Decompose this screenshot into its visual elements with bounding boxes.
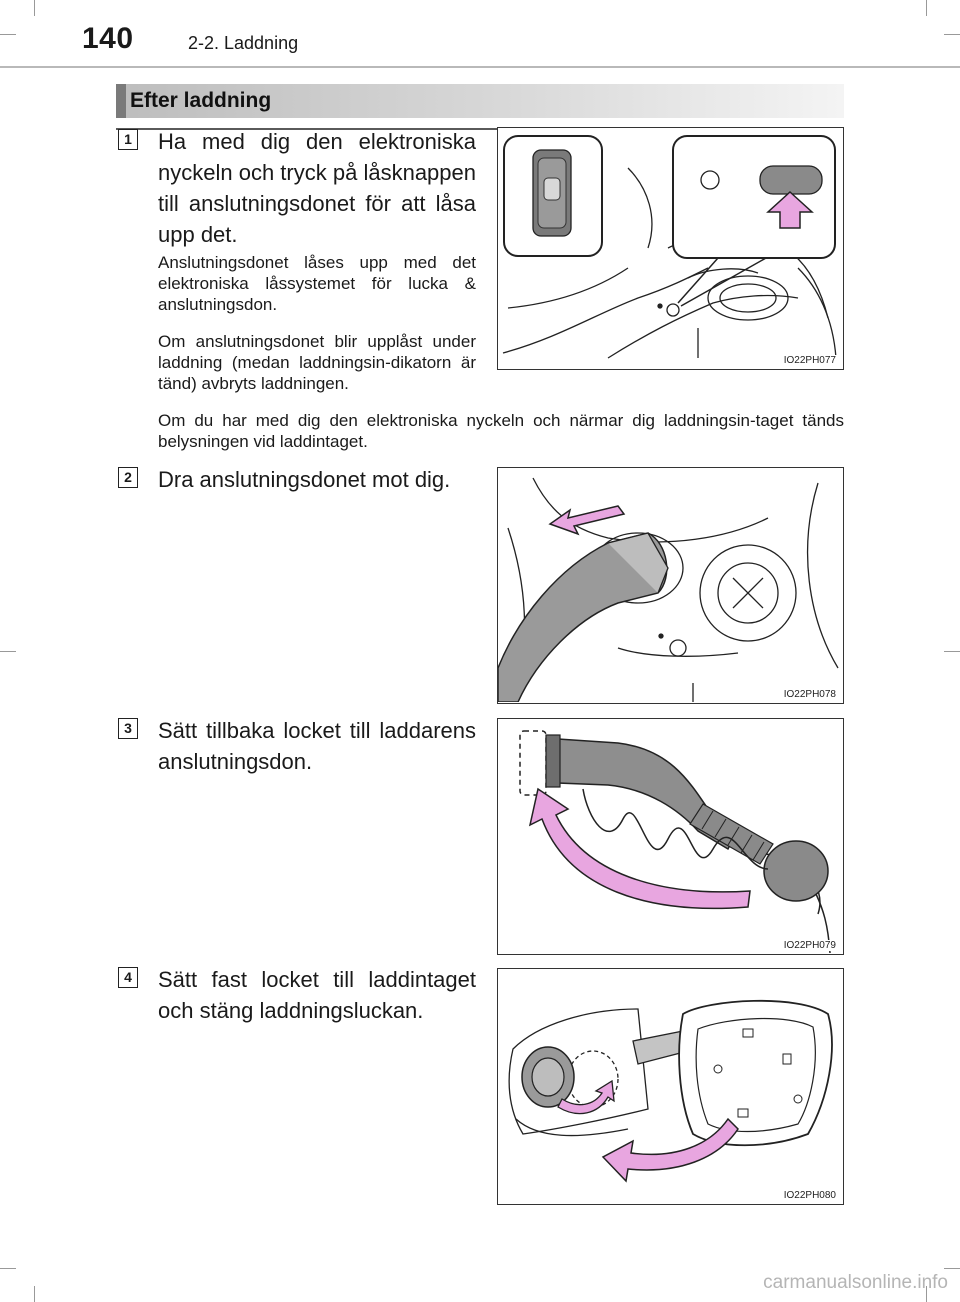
figure-code: IO22PH079 — [782, 940, 837, 951]
step-2-text: Dra anslutningsdonet mot dig. — [158, 467, 451, 492]
lock-button-inset — [672, 135, 836, 307]
section-title: Efter laddning — [130, 89, 272, 112]
figure-code: IO22PH078 — [782, 689, 837, 700]
figure-code: IO22PH080 — [782, 1190, 837, 1201]
step-3-text: Sätt tillbaka locket till laddarens ansl… — [158, 718, 476, 774]
page-number: 140 — [82, 22, 134, 55]
section-underline — [116, 128, 844, 130]
crop-mark — [926, 1286, 927, 1302]
section-accent — [116, 84, 126, 118]
step-1-note-1: Anslutningsdonet låses upp med det elekt… — [158, 253, 476, 314]
crop-mark — [926, 0, 927, 16]
figure-code: IO22PH077 — [782, 355, 837, 366]
watermark-text: carmanualsonline.info — [763, 1272, 948, 1293]
step-1-note-2: Om anslutningsdonet blir upplåst under l… — [158, 332, 476, 393]
figure-key-and-lock-button: IO22PH077 — [497, 127, 844, 370]
crop-mark — [0, 651, 16, 652]
crop-mark — [944, 34, 960, 35]
crop-mark — [0, 34, 16, 35]
step-number: 3 — [118, 718, 138, 739]
step-4-text: Sätt fast locket till laddintaget och st… — [158, 967, 476, 1023]
crop-mark — [34, 0, 35, 16]
header-rule — [0, 66, 960, 68]
electronic-key-inset — [503, 135, 603, 257]
crop-mark — [944, 1268, 960, 1269]
figure-2-drawing — [498, 477, 839, 702]
step-1-text: Ha med dig den elektroniska nyckeln och … — [158, 129, 476, 247]
step-number: 1 — [118, 129, 138, 150]
figure-close-charging-lid: IO22PH080 — [497, 968, 844, 1205]
section-heading: Efter laddning — [116, 84, 844, 118]
crop-mark — [34, 1286, 35, 1302]
figure-replace-connector-cap: IO22PH079 — [497, 718, 844, 955]
figure-4-drawing — [508, 999, 833, 1183]
figure-pull-connector: IO22PH078 — [497, 467, 844, 704]
step-1-note-3: Om du har med dig den elektroniska nycke… — [158, 411, 844, 451]
step-number: 4 — [118, 967, 138, 988]
step-number: 2 — [118, 467, 138, 488]
figure-1-drawing — [502, 135, 837, 359]
chapter-title: 2-2. Laddning — [188, 33, 299, 53]
figure-3-drawing — [519, 730, 831, 953]
crop-mark — [944, 651, 960, 652]
crop-mark — [0, 1268, 16, 1269]
